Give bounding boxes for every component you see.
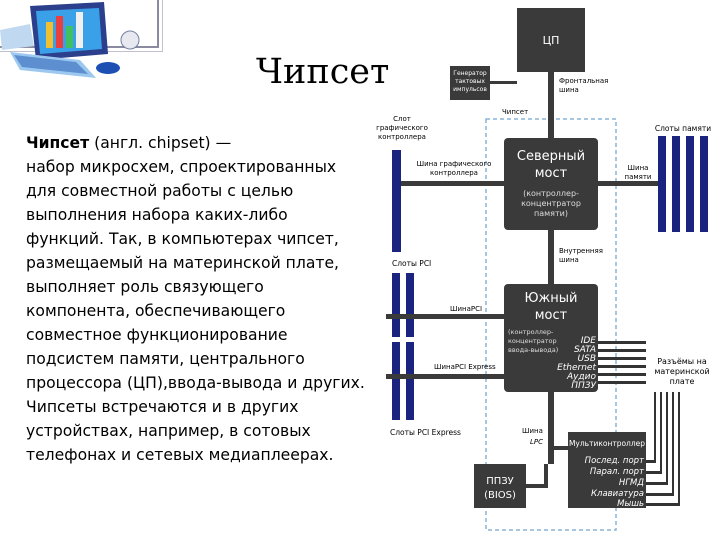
- multi-port-fdd: НГМД: [619, 478, 644, 488]
- clock-label-3: импульсов: [453, 86, 487, 93]
- multi-controller-box: [568, 432, 646, 508]
- internal-bus-label-2: шина: [559, 256, 579, 264]
- multi-label: Мультиконтроллер: [569, 439, 645, 448]
- clock-box: [450, 66, 490, 100]
- onboard-label-3: плате: [670, 377, 695, 386]
- agp-slot-label-1: Слот: [393, 115, 411, 123]
- pcie-bus-label: ШинаPCI Express: [434, 363, 496, 371]
- agp-slot-label-3: контроллера: [378, 133, 426, 141]
- internal-bus-line: [548, 230, 554, 284]
- pci-slots: [392, 273, 414, 337]
- south-label-1: Южный: [525, 291, 578, 306]
- rom-label-2: (BIOS): [484, 490, 516, 501]
- rom-bios-box: [474, 464, 526, 508]
- rom-link-v: [544, 464, 548, 488]
- mem-bus-line: [598, 181, 658, 186]
- computer-clipart-icon: [0, 2, 140, 78]
- onboard-label-1: Разъёмы на: [657, 357, 707, 366]
- pcie-bus-line: [386, 374, 504, 379]
- south-sub-3: ввода-вывода): [508, 346, 558, 354]
- north-label-2: мост: [535, 166, 568, 181]
- mem-bus-label-1: Шина: [628, 164, 649, 172]
- north-sub-1: (контроллер-: [523, 189, 579, 198]
- port-ethernet: Ethernet: [557, 363, 596, 373]
- onboard-label-2: материнской: [654, 367, 709, 376]
- port-rom: ППЗУ: [571, 381, 596, 391]
- definition-paragraph: Чипсет (англ. chipset) — набор микросхем…: [26, 131, 386, 467]
- port-ide: IDE: [581, 336, 597, 346]
- agp-bus-line: [401, 181, 504, 186]
- pci-slots-label: Слоты PCI: [392, 259, 431, 268]
- frame-line-vertical: [157, 0, 159, 48]
- clock-link: [490, 81, 517, 84]
- slide-title: Чипсет: [256, 52, 390, 92]
- pcie-slots: [392, 342, 414, 420]
- port-sata: SATA: [574, 345, 596, 355]
- lpc-link: [554, 446, 568, 450]
- agp-slot: [392, 150, 401, 252]
- north-label-1: Северный: [517, 149, 585, 164]
- clock-label-2: тактовых: [455, 78, 485, 85]
- agp-bus-label-1: Шина графического: [417, 160, 492, 168]
- agp-slot-label-2: графического: [376, 124, 428, 132]
- fsb-label-2: шина: [559, 86, 579, 94]
- south-label-2: мост: [535, 308, 568, 323]
- agp-bus-label-2: контроллера: [430, 169, 478, 177]
- pci-bus-line: [386, 314, 504, 319]
- rom-link: [526, 484, 548, 488]
- clock-label-1: Генератор: [453, 70, 487, 77]
- south-bridge-box: [504, 284, 598, 392]
- frame-line-vertical-thin: [162, 0, 163, 52]
- mem-slots-label: Слоты памяти: [655, 124, 711, 133]
- cpu-label: ЦП: [543, 34, 560, 47]
- multi-port-mouse: Мышь: [617, 499, 644, 509]
- lpc-label-1: Шина: [522, 427, 543, 435]
- memory-slots: [658, 136, 708, 232]
- definition-term: Чипсет: [26, 134, 90, 152]
- onboard-lines: [598, 341, 646, 384]
- north-bridge-box: [504, 138, 598, 230]
- multi-lines: [646, 392, 680, 506]
- mem-bus-label-2: памяти: [625, 173, 652, 181]
- port-usb: USB: [578, 354, 596, 364]
- rom-label-1: ППЗУ: [486, 476, 514, 487]
- lpc-label-2: LPC: [530, 438, 543, 446]
- chipset-diagram: ЦП Генератор тактовых импульсов Фронталь…: [376, 8, 711, 531]
- definition-text: (англ. chipset) — набор микросхем, спрое…: [26, 134, 365, 464]
- fsb-label-1: Фронтальная: [559, 77, 608, 85]
- internal-bus-label-1: Внутренняя: [559, 247, 603, 255]
- multi-port-parallel: Парал. порт: [590, 467, 645, 477]
- south-sub-1: (контроллер-: [508, 328, 554, 336]
- north-sub-3: памяти): [534, 209, 568, 218]
- cpu-box: [517, 8, 585, 72]
- chipset-label: Чипсет: [502, 108, 528, 116]
- pcie-slots-label: Слоты PCI Express: [390, 428, 461, 437]
- lpc-bus-line: [548, 392, 554, 464]
- south-sub-2: концентратор: [508, 337, 557, 345]
- multi-port-keyboard: Клавиатура: [591, 489, 644, 499]
- fsb-line: [548, 72, 554, 138]
- pci-bus-label: ШинаPCI: [450, 305, 482, 313]
- port-audio: Аудио: [566, 372, 597, 382]
- multi-port-serial: Послед. порт: [585, 456, 645, 466]
- north-sub-2: концентратор: [521, 199, 581, 208]
